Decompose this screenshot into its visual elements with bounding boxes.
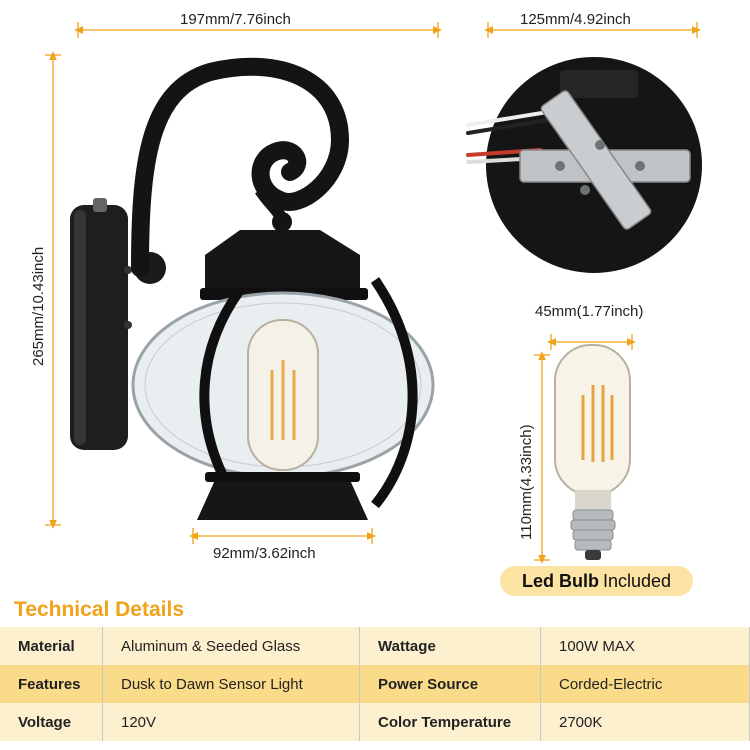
globe-width-label: 92mm/3.62inch	[213, 545, 316, 562]
lamp-top-cap	[205, 230, 360, 290]
lamp-width-label: 197mm/7.76inch	[180, 11, 291, 28]
lamp-height-label: 265mm/10.43inch	[30, 246, 47, 366]
bulb-width-label: 45mm(1.77inch)	[535, 303, 644, 320]
row-key: Voltage	[0, 703, 103, 741]
bulb-screw-base	[570, 509, 616, 551]
base-width-label: 125mm/4.92inch	[520, 11, 631, 28]
bulb-height-label: 110mm(4.33inch)	[518, 424, 535, 540]
bulb-badge-text: Included	[602, 570, 672, 591]
table-row: Material Aluminum & Seeded Glass Wattage…	[0, 627, 750, 665]
row-value: Corded-Electric	[540, 665, 750, 703]
row-key: Features	[0, 665, 103, 703]
technical-details-title: Technical Details	[14, 598, 185, 621]
row-key: Color Temperature	[359, 703, 541, 741]
row-value: 120V	[102, 703, 360, 741]
row-key: Wattage	[359, 627, 541, 665]
bulb-badge-bold: Led Bulb	[521, 570, 599, 591]
row-value: Dusk to Dawn Sensor Light	[102, 665, 360, 703]
table-row: Features Dusk to Dawn Sensor Light Power…	[0, 665, 750, 703]
row-value: 100W MAX	[540, 627, 750, 665]
technical-details-table: Material Aluminum & Seeded Glass Wattage…	[0, 627, 750, 741]
row-value: Aluminum & Seeded Glass	[102, 627, 360, 665]
row-key: Power Source	[359, 665, 541, 703]
crossbar	[540, 90, 652, 230]
lamp-bottom-cup	[197, 480, 368, 520]
row-value: 2700K	[540, 703, 750, 741]
table-row: Voltage 120V Color Temperature 2700K	[0, 703, 750, 741]
scroll-arm	[131, 57, 350, 277]
junction-terminal	[560, 70, 638, 98]
bulb-included-badge: Led Bulb Included	[500, 566, 693, 596]
row-key: Material	[0, 627, 103, 665]
